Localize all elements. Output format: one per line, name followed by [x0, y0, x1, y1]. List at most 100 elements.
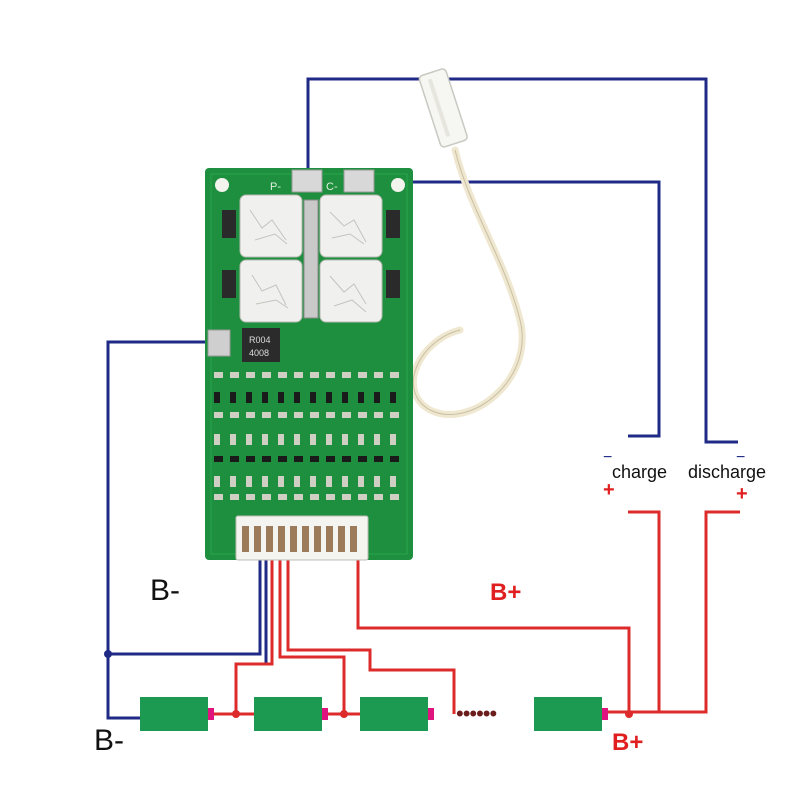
connector-pin	[350, 526, 357, 552]
sensor-cable-shadow	[412, 149, 523, 415]
smd-component	[246, 456, 255, 462]
smd-component	[374, 456, 383, 462]
smd-component	[310, 434, 316, 445]
smd-component	[342, 456, 351, 462]
smd-component	[374, 476, 380, 487]
discharge-plus-sign: +	[736, 483, 748, 505]
smd-component	[262, 412, 271, 418]
smd-component	[342, 372, 351, 378]
cell-2	[254, 697, 322, 731]
balance-wire-4	[278, 560, 346, 714]
cell-3	[360, 697, 428, 731]
mounting-hole	[391, 178, 405, 192]
smd-component	[310, 412, 319, 418]
smd-component	[230, 434, 236, 445]
b-plus-balance-wire	[356, 560, 631, 714]
temperature-sensor	[409, 68, 526, 418]
pad-b-minus	[207, 329, 231, 357]
positive-wires	[210, 510, 740, 716]
connector-pin	[278, 526, 285, 552]
smd-component	[278, 372, 287, 378]
smd-component	[278, 494, 287, 500]
smd-component	[358, 372, 367, 378]
discharge-negative-wire	[306, 77, 738, 444]
b-plus-label-top: B+	[490, 579, 521, 606]
b-plus-label-bottom: B+	[612, 729, 643, 756]
smd-component	[278, 392, 284, 403]
smd-component	[214, 412, 223, 418]
smd-component	[374, 494, 383, 500]
smd-component	[246, 434, 252, 445]
smd-component	[294, 456, 303, 462]
connector-pin	[266, 526, 273, 552]
cell-1	[140, 697, 208, 731]
smd-component	[326, 412, 335, 418]
discharge-positive-wire	[659, 510, 740, 714]
smd-component	[294, 372, 303, 378]
smd-component	[262, 392, 268, 403]
discharge-minus-sign: −	[736, 449, 745, 466]
smd-component	[342, 494, 351, 500]
smd-component	[294, 392, 300, 403]
smd-component	[278, 434, 284, 445]
smd-component	[278, 412, 287, 418]
smd-component	[390, 456, 399, 462]
junction-dot	[625, 710, 633, 718]
smd-component	[342, 476, 348, 487]
series-continuation-dots: ••••••	[456, 701, 497, 726]
connector-pin	[338, 526, 345, 552]
smd-component	[262, 456, 271, 462]
smd-component	[214, 494, 223, 500]
smd-component	[246, 494, 255, 500]
b-minus-label-bottom: B-	[94, 724, 124, 757]
smd-component	[358, 494, 367, 500]
smd-component	[310, 476, 316, 487]
smd-component	[374, 412, 383, 418]
smd-component	[294, 434, 300, 445]
smd-component	[230, 372, 239, 378]
smd-component	[310, 372, 319, 378]
smd-component	[326, 476, 332, 487]
charge-minus-sign: −	[603, 449, 612, 466]
balance-wire-3	[234, 560, 274, 714]
smd-component	[374, 434, 380, 445]
cell-2-terminal	[322, 708, 328, 720]
smd-component	[326, 456, 335, 462]
smd-component	[230, 476, 236, 487]
pad-c-minus	[343, 169, 375, 193]
smd-component	[294, 476, 300, 487]
b-minus-wire	[106, 340, 218, 720]
smd-component	[390, 476, 396, 487]
smd-component	[230, 494, 239, 500]
smd-component	[246, 392, 252, 403]
connector-pin	[302, 526, 309, 552]
pad-p-minus	[291, 169, 323, 193]
mounting-hole	[215, 178, 229, 192]
smd-component	[358, 412, 367, 418]
cell-1-terminal	[208, 708, 214, 720]
smd-component	[358, 392, 364, 403]
smd-component	[214, 476, 220, 487]
connector-pins	[242, 526, 357, 552]
smd-component	[246, 476, 252, 487]
smd-component	[278, 476, 284, 487]
smd-component	[342, 434, 348, 445]
connector-pin	[326, 526, 333, 552]
junction-dot	[104, 650, 112, 658]
connector-pin	[290, 526, 297, 552]
smd-component	[358, 434, 364, 445]
smd-component	[262, 434, 268, 445]
smd-component	[214, 456, 223, 462]
smd-component	[358, 476, 364, 487]
connector-pin	[314, 526, 321, 552]
smd-component	[326, 392, 332, 403]
junction-dot	[232, 710, 240, 718]
smd-component	[342, 412, 351, 418]
smd-component	[230, 392, 236, 403]
smd-component	[326, 494, 335, 500]
smd-component	[262, 372, 271, 378]
junction-dots	[104, 650, 633, 718]
charge-label: charge	[612, 462, 667, 482]
b-minus-label-top: B-	[150, 574, 180, 607]
